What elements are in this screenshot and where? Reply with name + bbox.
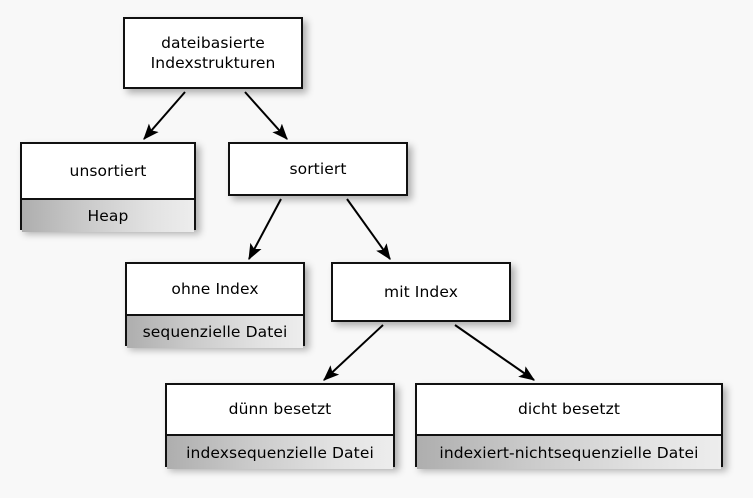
node-duenn-besetzt-title: dünn besetzt (167, 385, 393, 434)
node-root-title: dateibasierte Indexstrukturen (125, 19, 301, 87)
node-duenn-besetzt[interactable]: dünn besetzt indexsequenzielle Datei (165, 383, 395, 469)
edge-sortiert-to-mit-index (346, 198, 391, 260)
node-duenn-besetzt-subtitle: indexsequenzielle Datei (167, 434, 393, 469)
node-sortiert[interactable]: sortiert (228, 142, 408, 196)
node-ohne-index-subtitle: sequenzielle Datei (127, 314, 303, 348)
node-dicht-besetzt-title: dicht besetzt (417, 385, 721, 434)
edge-root-to-unsortiert (143, 91, 186, 140)
node-root[interactable]: dateibasierte Indexstrukturen (123, 17, 303, 89)
edge-mit-index-to-duenn (323, 324, 384, 381)
node-sortiert-title: sortiert (230, 144, 406, 194)
node-ohne-index-title: ohne Index (127, 264, 303, 314)
node-mit-index[interactable]: mit Index (331, 262, 511, 322)
edge-mit-index-to-dicht (454, 324, 535, 381)
node-mit-index-title: mit Index (333, 264, 509, 320)
node-unsortiert[interactable]: unsortiert Heap (20, 142, 196, 232)
edge-sortiert-to-ohne-index (248, 198, 282, 261)
node-dicht-besetzt[interactable]: dicht besetzt indexiert-nichtsequenziell… (415, 383, 723, 469)
node-ohne-index[interactable]: ohne Index sequenzielle Datei (125, 262, 305, 348)
edge-root-to-sortiert (244, 91, 288, 140)
node-unsortiert-title: unsortiert (22, 144, 194, 198)
node-unsortiert-subtitle: Heap (22, 198, 194, 232)
node-dicht-besetzt-subtitle: indexiert-nichtsequenzielle Datei (417, 434, 721, 469)
